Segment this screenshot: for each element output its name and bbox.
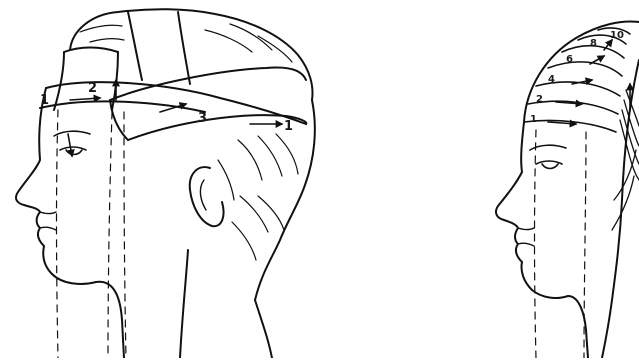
left-ear-inner (200, 180, 206, 210)
right-label-6: 6 (566, 54, 573, 65)
left-label-1b: 1 (284, 119, 293, 134)
left-label-1a: 1 (40, 93, 49, 108)
right-label-2: 2 (536, 94, 543, 105)
left-head-figure (16, 9, 315, 358)
right-label-8: 8 (590, 38, 597, 49)
left-face-profile (16, 88, 124, 358)
left-band-crown-b (178, 12, 190, 84)
right-label-4: 4 (548, 74, 555, 85)
left-hair-strokes (80, 24, 298, 260)
left-band-crown-a (128, 12, 142, 80)
right-lips (518, 228, 534, 246)
left-neck-side (255, 300, 272, 358)
right-face-profile (496, 122, 588, 358)
left-dashed-mid (108, 112, 112, 358)
left-band-vertical-front (54, 52, 64, 110)
right-head-back (602, 60, 639, 358)
left-band-3-bottom (128, 115, 306, 140)
right-eye (536, 161, 562, 169)
left-ear (190, 167, 224, 226)
left-label-2: 2 (88, 81, 97, 96)
right-fan-lines (612, 90, 639, 230)
left-neck-back (180, 250, 188, 358)
left-label-3: 3 (198, 111, 207, 126)
left-dashed-front (57, 110, 59, 358)
left-arrows (68, 80, 282, 156)
right-band-strips (524, 28, 630, 132)
left-eye (60, 147, 86, 155)
right-label-1: 1 (530, 114, 537, 125)
right-label-10: 10 (610, 30, 624, 41)
left-band-circular-top (46, 82, 306, 124)
left-hair-outline (70, 9, 312, 100)
left-band-circular-bottom (40, 101, 205, 112)
left-lips (40, 212, 56, 230)
right-head-figure (496, 22, 639, 358)
left-dashed-back (124, 112, 126, 358)
left-brow (54, 131, 90, 136)
left-band-vertical-top (64, 48, 118, 53)
